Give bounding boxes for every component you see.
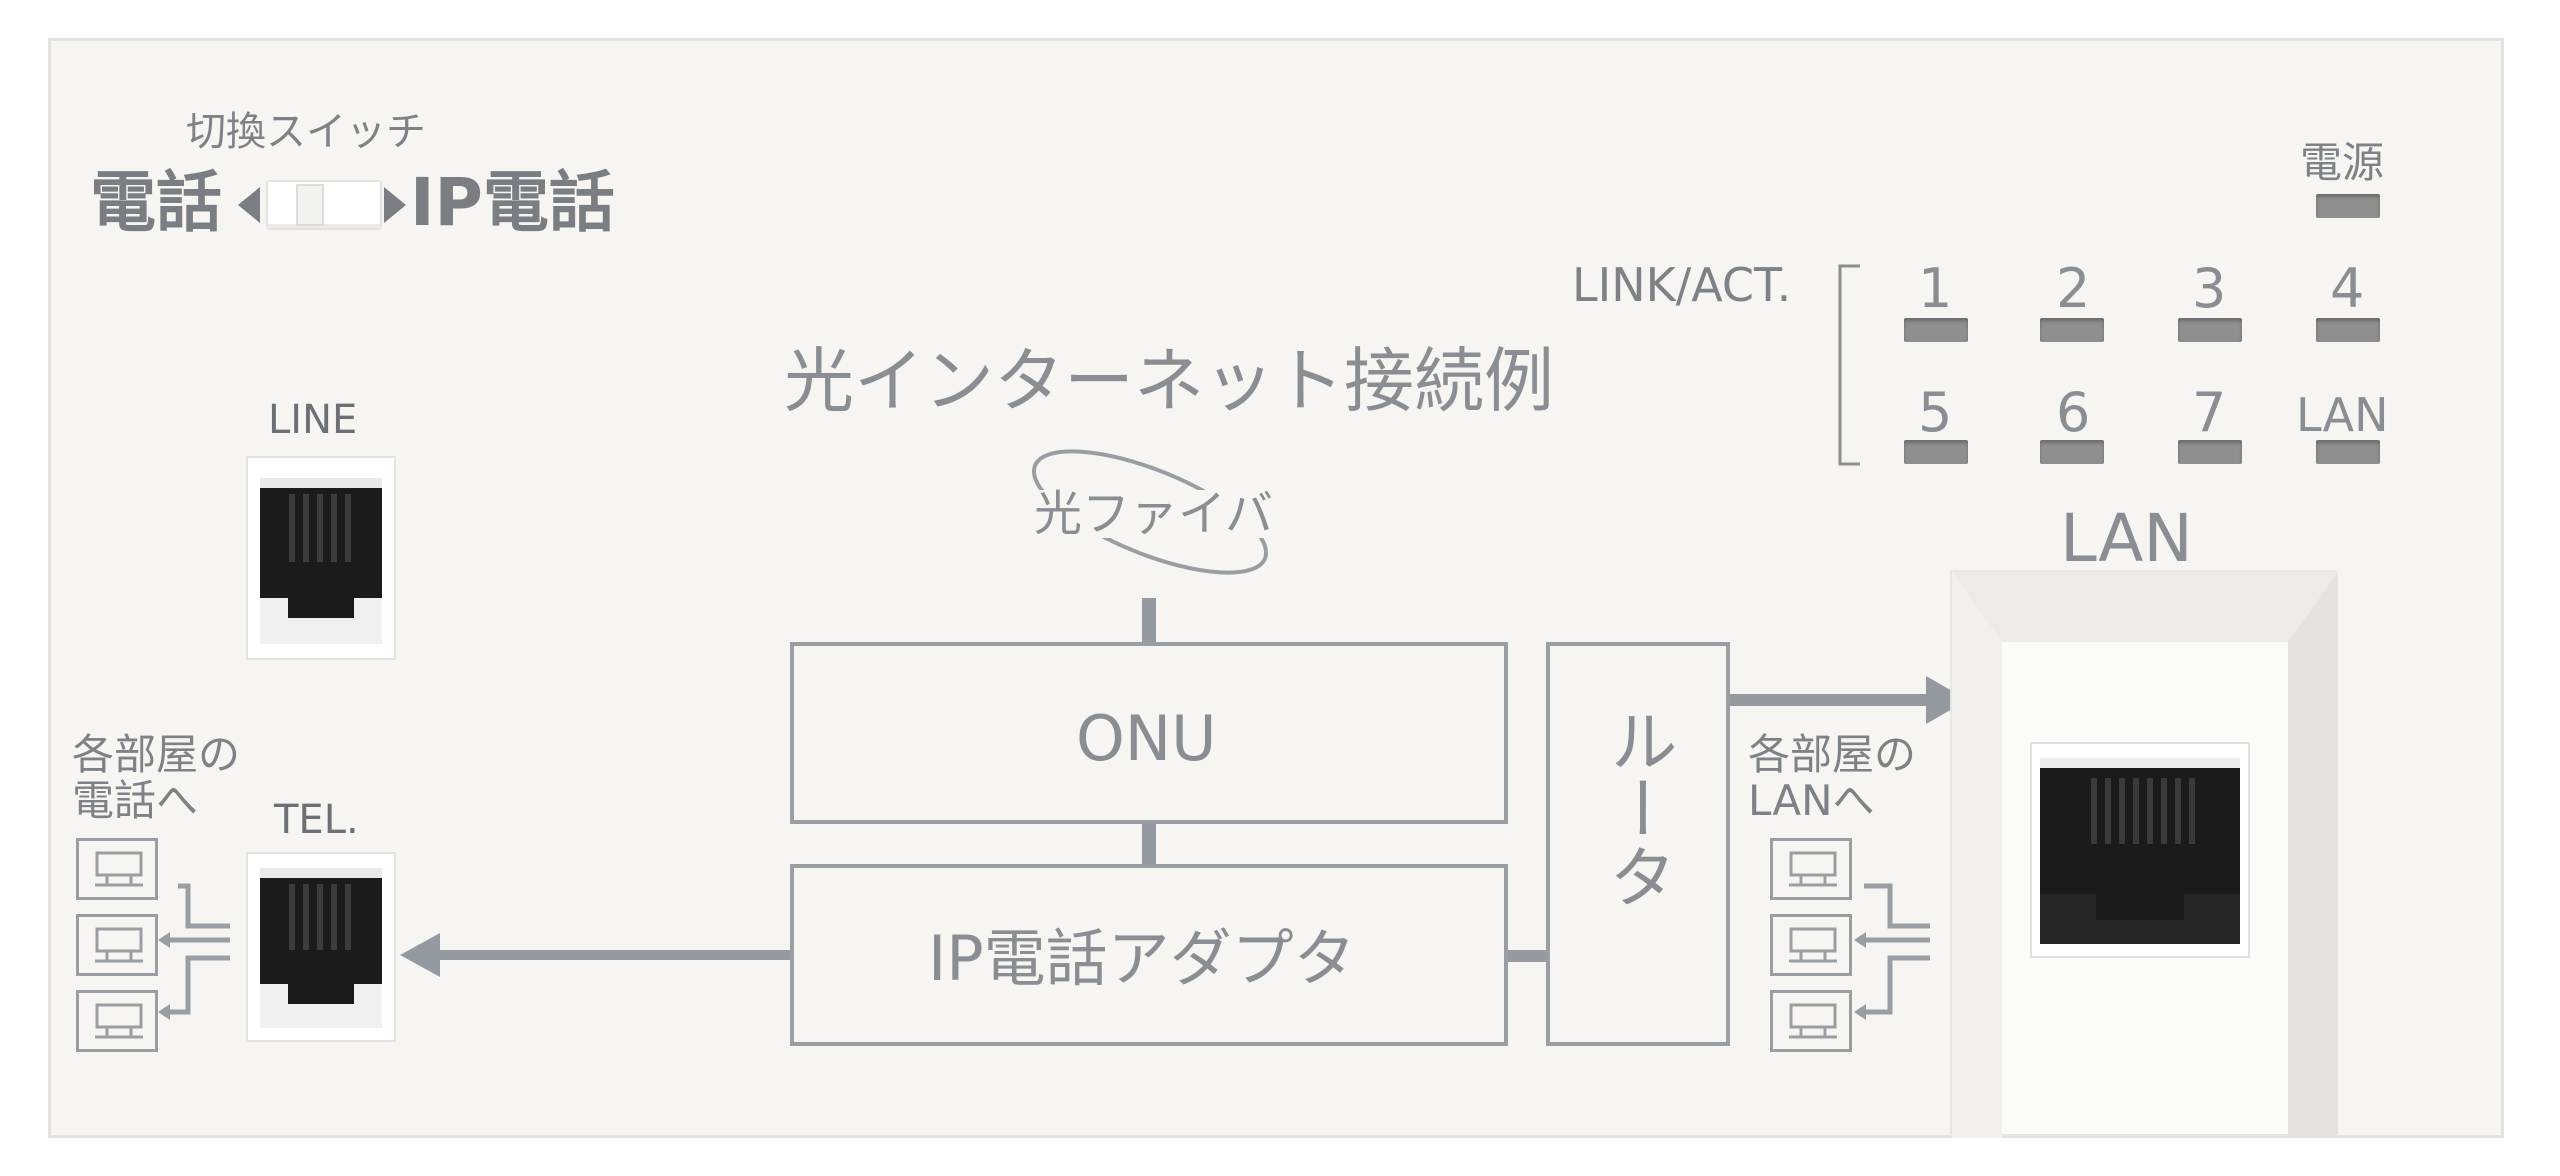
arrow-left-icon (238, 187, 260, 223)
led-number-7: 7 (2192, 381, 2227, 444)
lan-port-label: LAN (2060, 500, 2193, 577)
fiber-loop-icon (1031, 449, 1269, 575)
router-label: ルータ (1597, 706, 1676, 910)
bracket-icon (1838, 264, 1860, 466)
tel-port-label: TEL. (274, 797, 359, 843)
lan-room-jack-2 (1770, 914, 1852, 976)
led-number-6: 6 (2056, 381, 2091, 444)
link-led-3 (2178, 318, 2242, 342)
selector-switch[interactable] (266, 180, 382, 230)
lan-room-jack-1 (1770, 838, 1852, 900)
rj11-jack-icon (260, 868, 382, 1028)
onu-label: ONU (1076, 702, 1217, 775)
lan-jack-icon (1789, 927, 1837, 963)
power-led (2316, 194, 2380, 218)
lan-jack-icon (1789, 851, 1837, 887)
phone-room-jack-3 (76, 990, 158, 1052)
phone-room-jack-1 (76, 838, 158, 900)
lan-branch-arrows (1854, 883, 1930, 1020)
phone-rooms-label-line2: 電話へ (72, 776, 199, 825)
phone-rooms-label-line1: 各部屋の (72, 730, 241, 779)
led-number-3: 3 (2192, 257, 2227, 320)
led-number-1: 1 (1918, 257, 1953, 320)
rj45-jack-icon (2040, 758, 2240, 944)
switch-right-label: IP電話 (410, 164, 615, 241)
fiber-connector-line (1142, 598, 1156, 644)
led-number-2: 2 (2056, 257, 2091, 320)
led-label-lan: LAN (2296, 388, 2389, 442)
lan-port[interactable] (2030, 742, 2250, 958)
link-led-6 (2040, 440, 2104, 464)
arrow-right-icon (384, 187, 406, 223)
arrow-left-icon (400, 933, 440, 977)
onu-box: ONU (790, 642, 1508, 824)
ip-phone-adapter-label: IP電話アダプタ (928, 922, 1356, 995)
lan-rooms-label-line1: 各部屋の (1748, 730, 1917, 779)
link-led-lan (2316, 440, 2380, 464)
adapter-to-tel-line (430, 950, 790, 960)
link-led-4 (2316, 318, 2380, 342)
fiber-label: 光ファイバ (1028, 490, 1280, 538)
switch-left-label: 電話 (90, 164, 222, 241)
power-label: 電源 (2300, 138, 2385, 187)
lan-room-jack-3 (1770, 990, 1852, 1052)
link-led-7 (2178, 440, 2242, 464)
ip-phone-adapter-box: IP電話アダプタ (790, 864, 1508, 1046)
line-port[interactable] (246, 456, 396, 660)
switch-title: 切換スイッチ (186, 109, 426, 155)
adapter-router-line (1508, 950, 1548, 962)
router-to-lan-line (1730, 694, 1930, 706)
lan-jack-icon (1789, 1003, 1837, 1039)
switch-knob[interactable] (296, 184, 324, 226)
onu-adapter-line (1142, 824, 1156, 866)
phone-branch-arrows (158, 883, 230, 1020)
link-act-label: LINK/ACT. (1572, 258, 1792, 312)
phone-jack-icon (95, 1003, 143, 1039)
led-number-4: 4 (2330, 257, 2365, 320)
rj11-jack-icon (260, 478, 382, 644)
router-box: ルータ (1546, 642, 1730, 1046)
phone-room-jack-2 (76, 914, 158, 976)
phone-jack-icon (95, 927, 143, 963)
line-port-label: LINE (268, 397, 358, 443)
link-led-2 (2040, 318, 2104, 342)
link-led-1 (1904, 318, 1968, 342)
diagram-title: 光インターネット接続例 (784, 340, 1554, 422)
led-number-5: 5 (1918, 381, 1953, 444)
tel-port[interactable] (246, 852, 396, 1042)
phone-jack-icon (95, 851, 143, 887)
link-led-5 (1904, 440, 1968, 464)
lan-rooms-label-line2: LANへ (1748, 776, 1875, 825)
lan-frame-bevel (1952, 572, 2338, 1138)
